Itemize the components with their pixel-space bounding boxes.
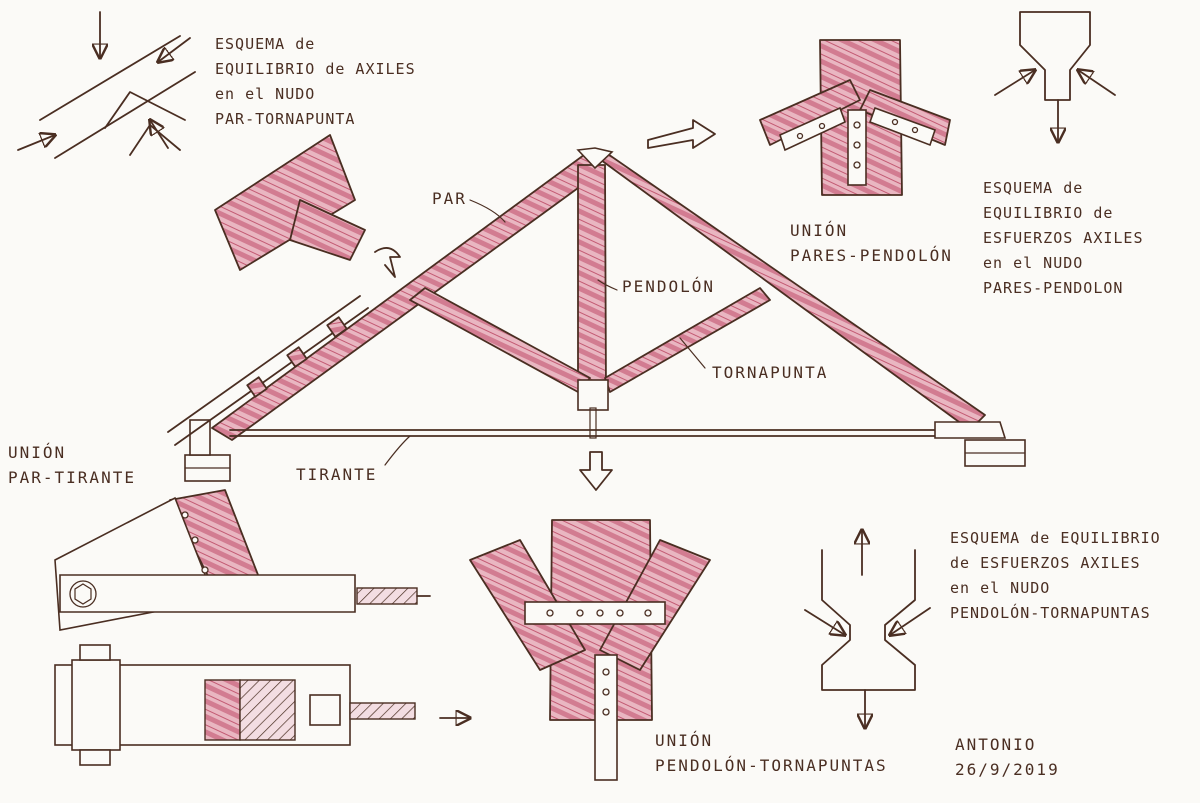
note-esquema-par-tornapunta: ESQUEMA de EQUILIBRIO de AXILES en el NU…: [215, 32, 416, 132]
note-line: ESFUERZOS AXILES: [983, 229, 1144, 247]
signature-name: ANTONIO: [955, 735, 1037, 754]
note-line: UNIÓN: [655, 731, 714, 750]
note-line: en el NUDO: [983, 254, 1084, 272]
detail-par-tirante: [54, 489, 470, 766]
note-line: UNIÓN: [8, 443, 67, 462]
note-line: PAR-TIRANTE: [8, 468, 136, 487]
note-line: PARES-PENDOLÓN: [790, 246, 953, 265]
signature: ANTONIO 26/9/2019: [955, 732, 1060, 782]
note-line: ESQUEMA de: [983, 179, 1084, 197]
scheme-pendolon-tornapuntas: [804, 530, 931, 728]
note-esquema-pares-pendolon: ESQUEMA de EQUILIBRIO de ESFUERZOS AXILE…: [983, 176, 1144, 301]
pendolon: [577, 164, 607, 393]
note-line: ESQUEMA de EQUILIBRIO: [950, 529, 1161, 547]
note-line: PAR-TORNAPUNTA: [215, 110, 356, 128]
note-union-pares-pendolon: UNIÓN PARES-PENDOLÓN: [790, 218, 953, 268]
main-truss: [167, 119, 1026, 491]
note-esquema-pendolon-tornapuntas: ESQUEMA de EQUILIBRIO de ESFUERZOS AXILE…: [950, 526, 1161, 626]
note-line: ESQUEMA de: [215, 35, 316, 53]
label-tirante: TIRANTE: [296, 465, 378, 484]
note-union-pendolon-tornapuntas: UNIÓN PENDOLÓN-TORNAPUNTAS: [655, 728, 888, 778]
scheme-par-tornapunta: [17, 11, 196, 159]
note-union-par-tirante: UNIÓN PAR-TIRANTE: [8, 440, 136, 490]
note-line: PENDOLÓN-TORNAPUNTAS: [655, 756, 888, 775]
note-line: EQUILIBRIO de AXILES: [215, 60, 416, 78]
detail-pares-pendolon: [759, 39, 951, 196]
tornapunta-left: [409, 287, 591, 393]
note-line: EQUILIBRIO de: [983, 204, 1114, 222]
label-tornapunta: TORNAPUNTA: [712, 363, 829, 382]
note-line: en el NUDO: [215, 85, 316, 103]
scheme-pares-pendolon: [994, 11, 1116, 142]
detail-pendolon-tornapuntas: [469, 519, 711, 781]
note-line: PARES-PENDOLON: [983, 279, 1124, 297]
leader-lines: [384, 199, 706, 466]
label-pendolon: PENDOLÓN: [622, 277, 716, 296]
note-line: en el NUDO: [950, 579, 1051, 597]
detail-par-tornapunta: [214, 134, 401, 278]
signature-date: 26/9/2019: [955, 760, 1060, 779]
label-par: PAR: [432, 189, 467, 208]
note-line: de ESFUERZOS AXILES: [950, 554, 1141, 572]
note-line: UNIÓN: [790, 221, 849, 240]
note-line: PENDOLÓN-TORNAPUNTAS: [950, 604, 1151, 622]
